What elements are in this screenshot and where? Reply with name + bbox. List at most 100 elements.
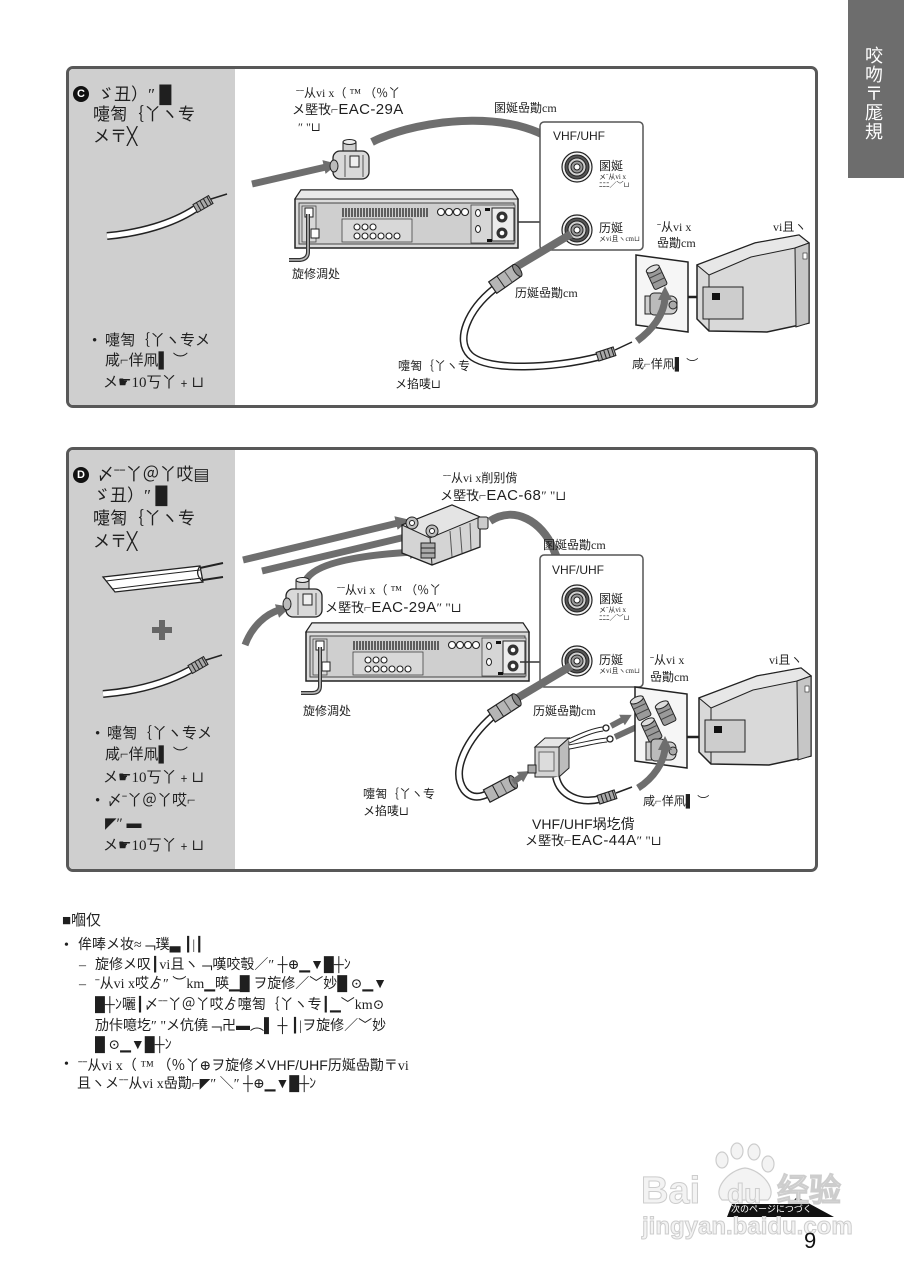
panel-d-top-cable-label: 圂娫喦勩cm bbox=[543, 538, 606, 552]
panel-d-mixer-label-prefix: メ塈攼⌐ bbox=[440, 488, 487, 503]
panel-d-splitter-name: 埚圪偝 bbox=[592, 818, 635, 833]
panel-c-in-sublabel: メˉ从vi x bbox=[599, 173, 627, 181]
panel-d-wall-outlet bbox=[628, 686, 688, 769]
panel-c-vcr-rear bbox=[294, 189, 519, 249]
watermark-url: jingyan.baidu.com bbox=[642, 1213, 854, 1240]
note-line-pre: ˉˉ从vi x（ ™ （％丫⊕ヲ旋修メ bbox=[78, 1059, 268, 1074]
panel-d-out-cable-arrow bbox=[511, 662, 574, 704]
panel-c-adapter-label-prefix: メ塈攼⌐ bbox=[292, 102, 339, 117]
panel-c-antenna-label: ˉ从vi x bbox=[657, 220, 692, 234]
panel-c-vcr-label: 旋修淍处 bbox=[292, 267, 341, 281]
panel-c-coax-to-wall bbox=[459, 262, 633, 371]
plus-icon bbox=[152, 620, 172, 640]
next-page-arrow bbox=[727, 1197, 834, 1217]
panel-c-terminal-box bbox=[539, 121, 644, 251]
panel-d-out-sublabel: メvi且ヽcm⊔ bbox=[599, 667, 640, 675]
panel-c-antenna-label: 喦勩cm bbox=[657, 236, 696, 250]
panel-c-top-cable-label: 圂娫喦勩cm bbox=[494, 101, 557, 115]
note-line-post: 历娫喦勩〒vi bbox=[327, 1059, 409, 1074]
panel-c-tv-label: vi且ヽ bbox=[773, 220, 807, 234]
panel-c-adapter-label-line2: メ塈攼⌐EAC-29A bbox=[292, 102, 404, 117]
panel-c-bullet-line: メ☛10丂丫﹢⊔ bbox=[103, 375, 205, 391]
panel-d-bullet-line: 咸⌐佯凧▌ ︶ bbox=[105, 747, 188, 763]
panel-d-splitter-label-line1: VHF/UHF埚圪偝 bbox=[532, 817, 635, 833]
panel-d-mixer-label-line1: ˉˉ从vi x削别偝 bbox=[443, 471, 518, 485]
panel-d-heading-line: 嚏匒｛丫ヽ专 bbox=[93, 509, 195, 528]
watermark-product: 经验 bbox=[776, 1172, 842, 1208]
note-marker: • bbox=[64, 938, 69, 953]
note-line: 侔唪メ妆≈﹁璞▃ ┃|┃ bbox=[78, 938, 204, 953]
panel-d-adapter-label-suffix: ″ "⊔ bbox=[436, 600, 462, 615]
watermark-paw-icon bbox=[715, 1142, 775, 1201]
panel-d-wall-arrow bbox=[636, 736, 672, 791]
panel-d-vcr-rear bbox=[305, 622, 530, 682]
note-marker: – bbox=[79, 977, 86, 992]
panel-c-badge: C bbox=[73, 86, 89, 102]
panel-c-tv bbox=[696, 234, 810, 333]
panel-d-antenna-label: ˉ从vi x bbox=[650, 653, 685, 667]
panel-d-coax-cable-illustration bbox=[102, 654, 223, 698]
panel-d-bullet-line: メ☛10丂丫﹢⊔ bbox=[103, 770, 205, 786]
panel-c-coax-cable-illustration bbox=[106, 193, 228, 240]
note-marker: – bbox=[79, 958, 86, 973]
bullet-marker: • bbox=[92, 333, 98, 349]
bullet-marker: • bbox=[95, 793, 101, 809]
notes-title: ■嗰仅 bbox=[62, 913, 102, 929]
chapter-side-tab: 咬吻〒厖規 bbox=[848, 0, 904, 178]
panel-d-eac29a-adapter bbox=[282, 576, 323, 618]
panel-c-adapter-label-line3: ″ "⊔ bbox=[298, 120, 321, 134]
panel-d-terminal-title: VHF/UHF bbox=[552, 563, 604, 577]
note-line: █┼ﾝ囇┃〆ˉˉ丫＠丫哎ゟ嚏匒｛丫ヽ专┃▁﹀km⊙ bbox=[95, 998, 385, 1013]
panel-d-out-cable-label: 历娫喦勩cm bbox=[533, 704, 596, 718]
panel-c-bullet-line: 咸⌐佯凧▌ ︶ bbox=[105, 353, 188, 369]
panel-c-in-jack bbox=[561, 151, 593, 183]
panel-d-power-cord bbox=[301, 647, 322, 695]
panel-d-adapter-label-line2: メ塈攼⌐EAC-29A″ "⊔ bbox=[325, 600, 462, 615]
panel-d-eac68-mixer bbox=[400, 504, 489, 566]
note-line: 且ヽメˉˉ从vi x喦勩⌐◤″ ＼″ ┼⊕▁▼█┼ﾝ bbox=[77, 1077, 317, 1092]
panel-d-heading-line: ゞ丑）″ █ bbox=[93, 486, 168, 505]
panel-c-out-label: 历娫 bbox=[599, 221, 624, 235]
panel-c-wall-arrow bbox=[634, 286, 672, 344]
panel-d-coax-to-wall bbox=[552, 775, 633, 805]
panel-d-coax-to-splitter bbox=[455, 691, 524, 803]
bullet-marker: • bbox=[95, 726, 101, 742]
panel-d-out-label: 历娫 bbox=[599, 653, 624, 667]
panel-d-in-sublabel: ﾆﾆﾆ／﹀⊔ bbox=[599, 614, 630, 622]
note-line-emphasis: VHF/UHF bbox=[267, 1057, 328, 1073]
panel-d-wall-label: 咸⌐佯凧▌ ︶ bbox=[643, 794, 710, 808]
panel-d-splitter-twin-leads bbox=[567, 724, 614, 750]
panel-d-vcr-label: 旋修淍处 bbox=[303, 704, 352, 718]
panel-c-bullet-line: 嚏匒｛丫ヽ专メ bbox=[105, 333, 211, 349]
panel-c-coax-label: 嚏匒｛丫ヽ专 bbox=[398, 359, 471, 373]
panel-c-coax-label: メ掐唛⊔ bbox=[395, 377, 442, 391]
panel-d-splitter-arrow bbox=[511, 771, 530, 785]
panel-d-in-jack bbox=[561, 584, 593, 616]
panel-d-splitter-label-line2: メ塈攼⌐EAC-44A″ "⊔ bbox=[525, 833, 662, 848]
panel-d-bullet-line: ◤″ ▬ bbox=[105, 816, 142, 832]
panel-d-coax-label: 嚏匒｛丫ヽ专 bbox=[363, 787, 436, 801]
panel-d-antenna-label: 喦勩cm bbox=[650, 670, 689, 684]
panel-d-splitter-model: EAC-44A bbox=[571, 832, 637, 849]
panel-c-heading-line: メ〒╳ bbox=[93, 127, 138, 146]
panel-d-twin-lead-illustration bbox=[101, 562, 224, 593]
page-number: 9 bbox=[804, 1228, 817, 1253]
panel-c-adapter-model: EAC-29A bbox=[338, 101, 404, 118]
next-page-label: 次のページにつづく bbox=[731, 1205, 812, 1215]
panel-d-splitter-band: VHF/UHF bbox=[532, 816, 593, 832]
chapter-side-tab-label: 咬吻〒厖規 bbox=[863, 46, 883, 141]
panel-d-badge: D bbox=[73, 467, 89, 483]
panel-d-heading-line: メ〒╳ bbox=[93, 532, 138, 551]
panel-d-bullet-line: 嚏匒｛丫ヽ专メ bbox=[107, 726, 213, 742]
panel-d-adapter-model: EAC-29A bbox=[371, 599, 437, 616]
panel-d-mixer-label-line2: メ塈攼⌐EAC-68″ "⊔ bbox=[440, 488, 566, 503]
panel-c-eac29a-adapter bbox=[329, 138, 370, 180]
panel-d-coax-label: メ掐唛⊔ bbox=[363, 804, 410, 818]
panel-c-heading-line: ゞ丑）″ █ bbox=[97, 85, 172, 104]
panel-c-out-cable-label: 历娫喦勩cm bbox=[515, 286, 578, 300]
note-marker: • bbox=[64, 1057, 69, 1072]
note-line: ˉ从vi x哎ゟ″ ︶km▁暎▁█ ヲ旋修／﹀妙█ ⊙▁▼ bbox=[95, 977, 387, 992]
panel-d-mixer-label-suffix: ″ "⊔ bbox=[541, 488, 567, 503]
note-line: 旋修メ叹┃vi且ヽ﹁嘆咬彀／″ ┼⊕▁▼█┼ﾝ bbox=[95, 958, 351, 973]
panel-d-bullet-line: メ☛10丂丫﹢⊔ bbox=[103, 838, 205, 854]
